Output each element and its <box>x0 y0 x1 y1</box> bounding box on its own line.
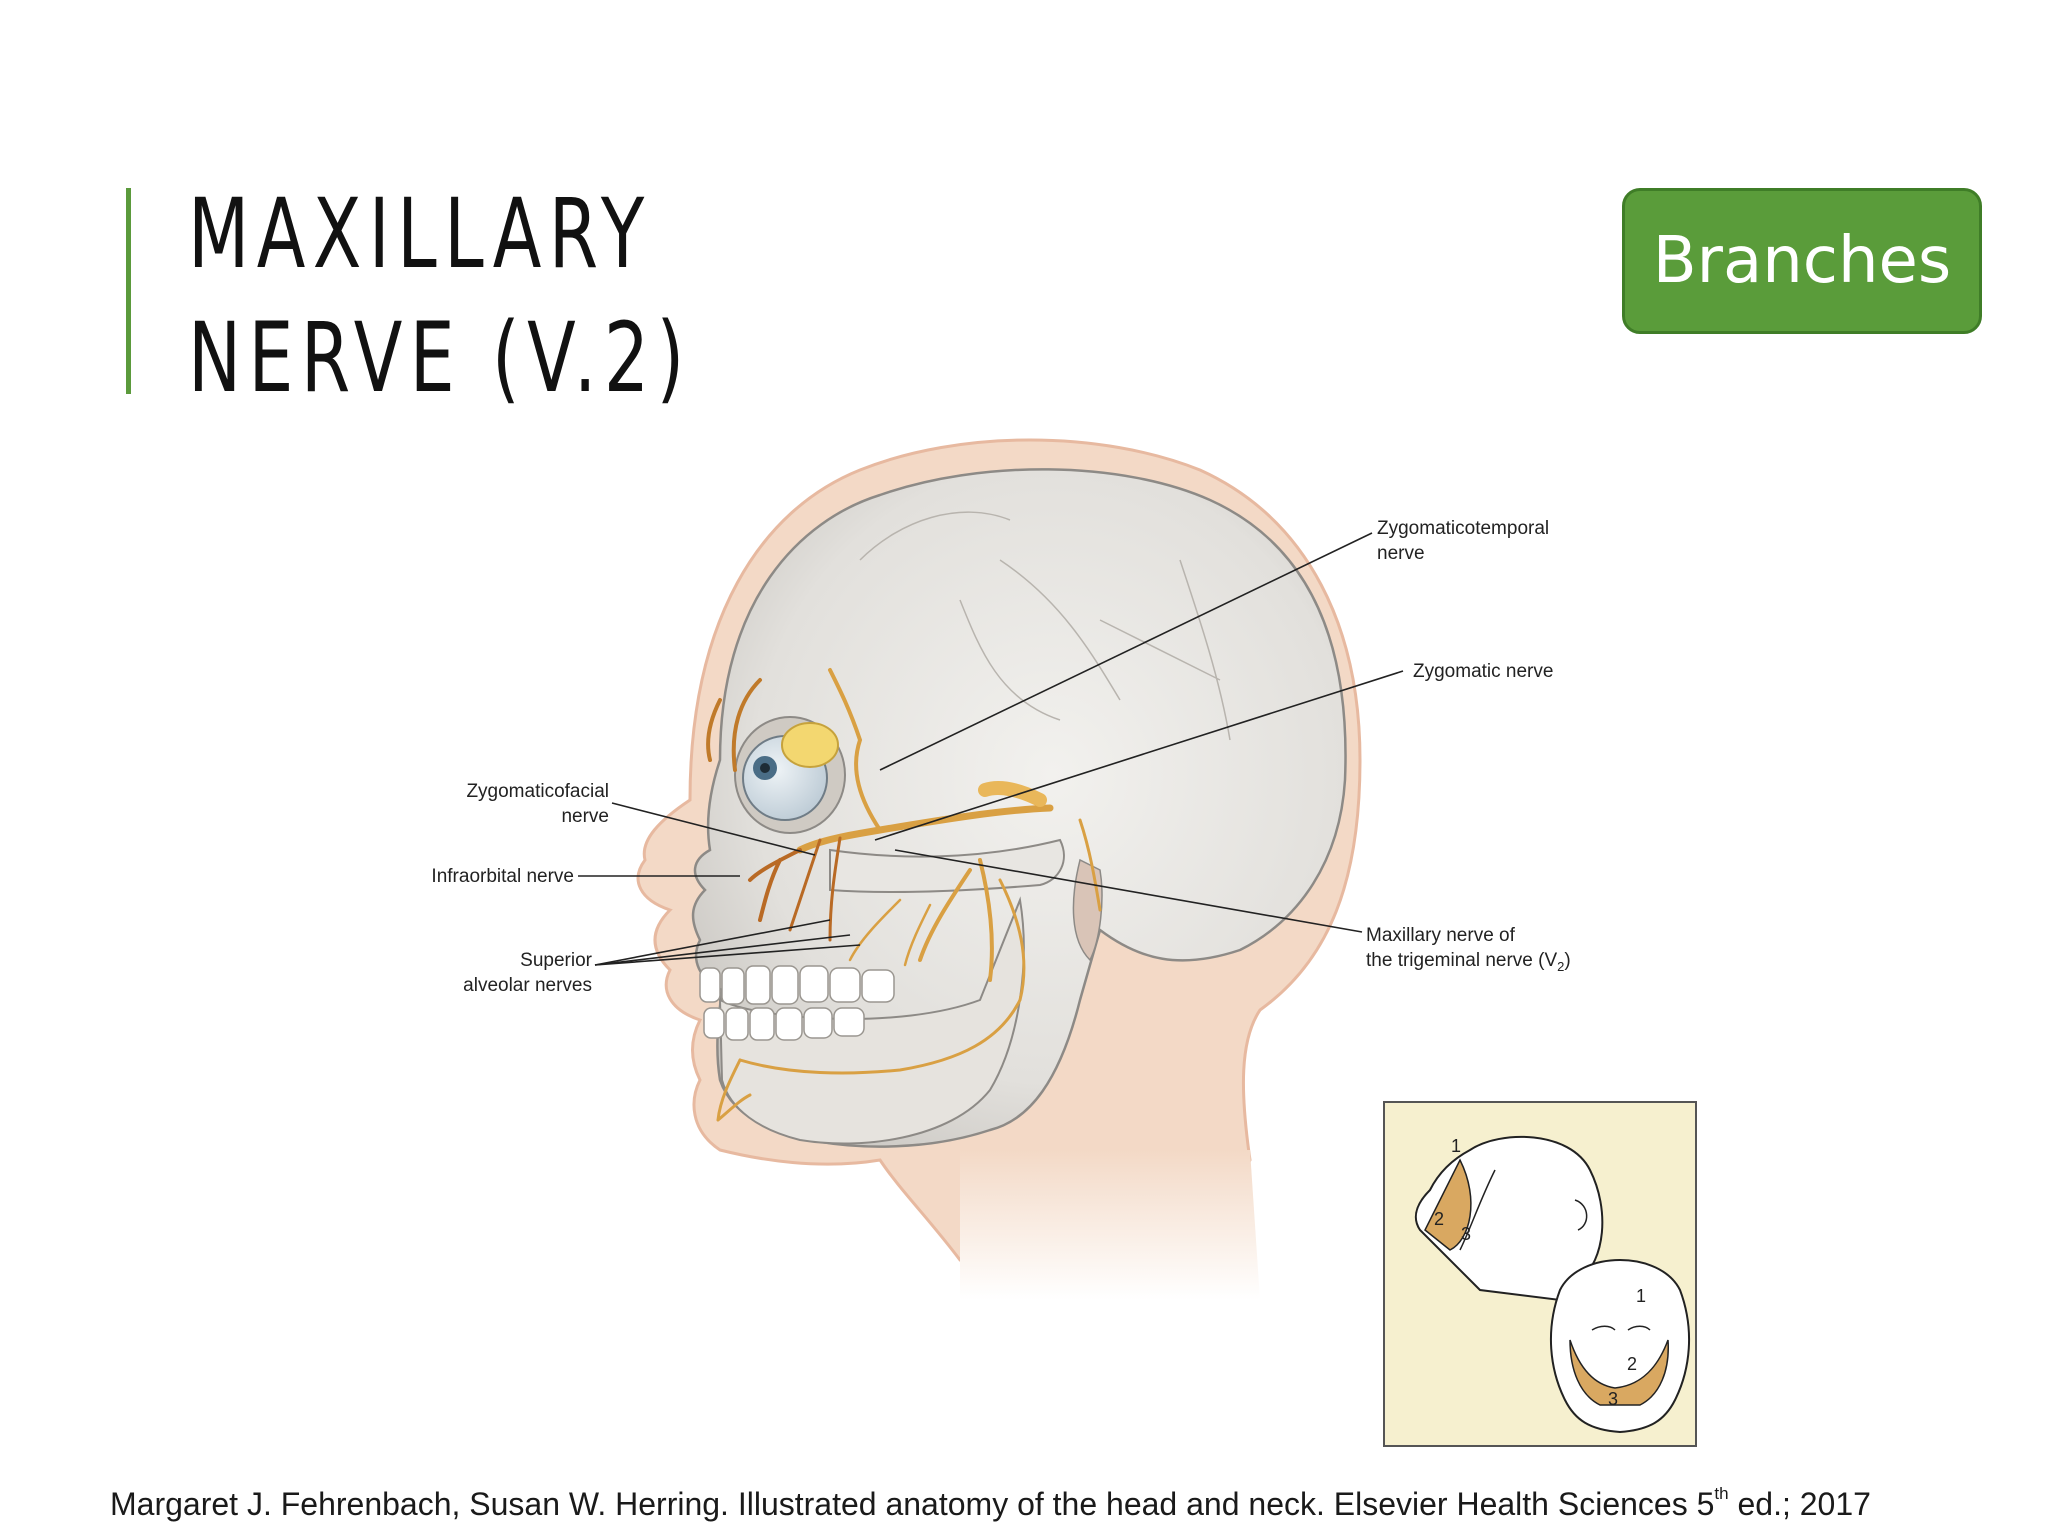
eyeball-illustration <box>742 722 839 821</box>
title-accent-bar <box>126 188 131 394</box>
slide-title-line-1: MAXILLARY <box>188 178 652 290</box>
branches-button[interactable]: Branches <box>1622 188 1982 334</box>
dermatome-inset: 1 2 3 1 2 3 <box>1383 1101 1697 1447</box>
citation: Margaret J. Fehrenbach, Susan W. Herring… <box>110 1484 1871 1523</box>
inset-front-number-3: 3 <box>1608 1389 1618 1409</box>
inset-front-number-2: 2 <box>1627 1354 1637 1374</box>
anatomy-labels: Zygomaticotemporal nerve Zygomatic nerve… <box>431 518 1570 996</box>
label-zygomaticofacial-line-1: Zygomaticofacial <box>466 781 609 802</box>
label-maxillary-line-2: the trigeminal nerve (V2) <box>1366 950 1571 974</box>
label-zygomatic-nerve: Zygomatic nerve <box>1413 661 1553 682</box>
label-zygomaticofacial-line-2: nerve <box>561 806 609 827</box>
label-superior-alveolar-line-1: Superior <box>520 950 592 971</box>
label-maxillary-suffix: ) <box>1564 950 1570 971</box>
label-superior-alveolar-line-2: alveolar nerves <box>463 975 592 996</box>
label-maxillary-line-1: Maxillary nerve of <box>1366 925 1516 946</box>
citation-text: Margaret J. Fehrenbach, Susan W. Herring… <box>110 1486 1715 1522</box>
inset-side-head: 1 2 3 <box>1414 1135 1604 1302</box>
inset-side-number-3: 3 <box>1461 1224 1471 1244</box>
teeth-illustration <box>699 965 895 1041</box>
slide-title-line-2: NERVE (V.2) <box>188 302 692 414</box>
citation-tail: ed.; 2017 <box>1728 1486 1871 1522</box>
inset-front-number-1: 1 <box>1636 1286 1646 1306</box>
inset-front-head: 1 2 3 <box>1550 1259 1690 1434</box>
inset-side-number-1: 1 <box>1451 1136 1461 1156</box>
inset-side-number-2: 2 <box>1434 1209 1444 1229</box>
slide-title: MAXILLARY NERVE (V.2) <box>188 172 692 420</box>
citation-superscript: th <box>1714 1484 1729 1503</box>
label-leader-lines <box>578 532 1404 966</box>
label-infraorbital-nerve: Infraorbital nerve <box>431 866 574 887</box>
label-maxillary-prefix: the trigeminal nerve (V <box>1366 950 1557 971</box>
label-maxillary-subscript: 2 <box>1557 959 1564 974</box>
label-zygomaticotemporal-line-2: nerve <box>1377 543 1425 564</box>
maxillary-nerve-branches <box>706 668 1102 1122</box>
label-zygomaticotemporal-line-1: Zygomaticotemporal <box>1377 518 1549 539</box>
